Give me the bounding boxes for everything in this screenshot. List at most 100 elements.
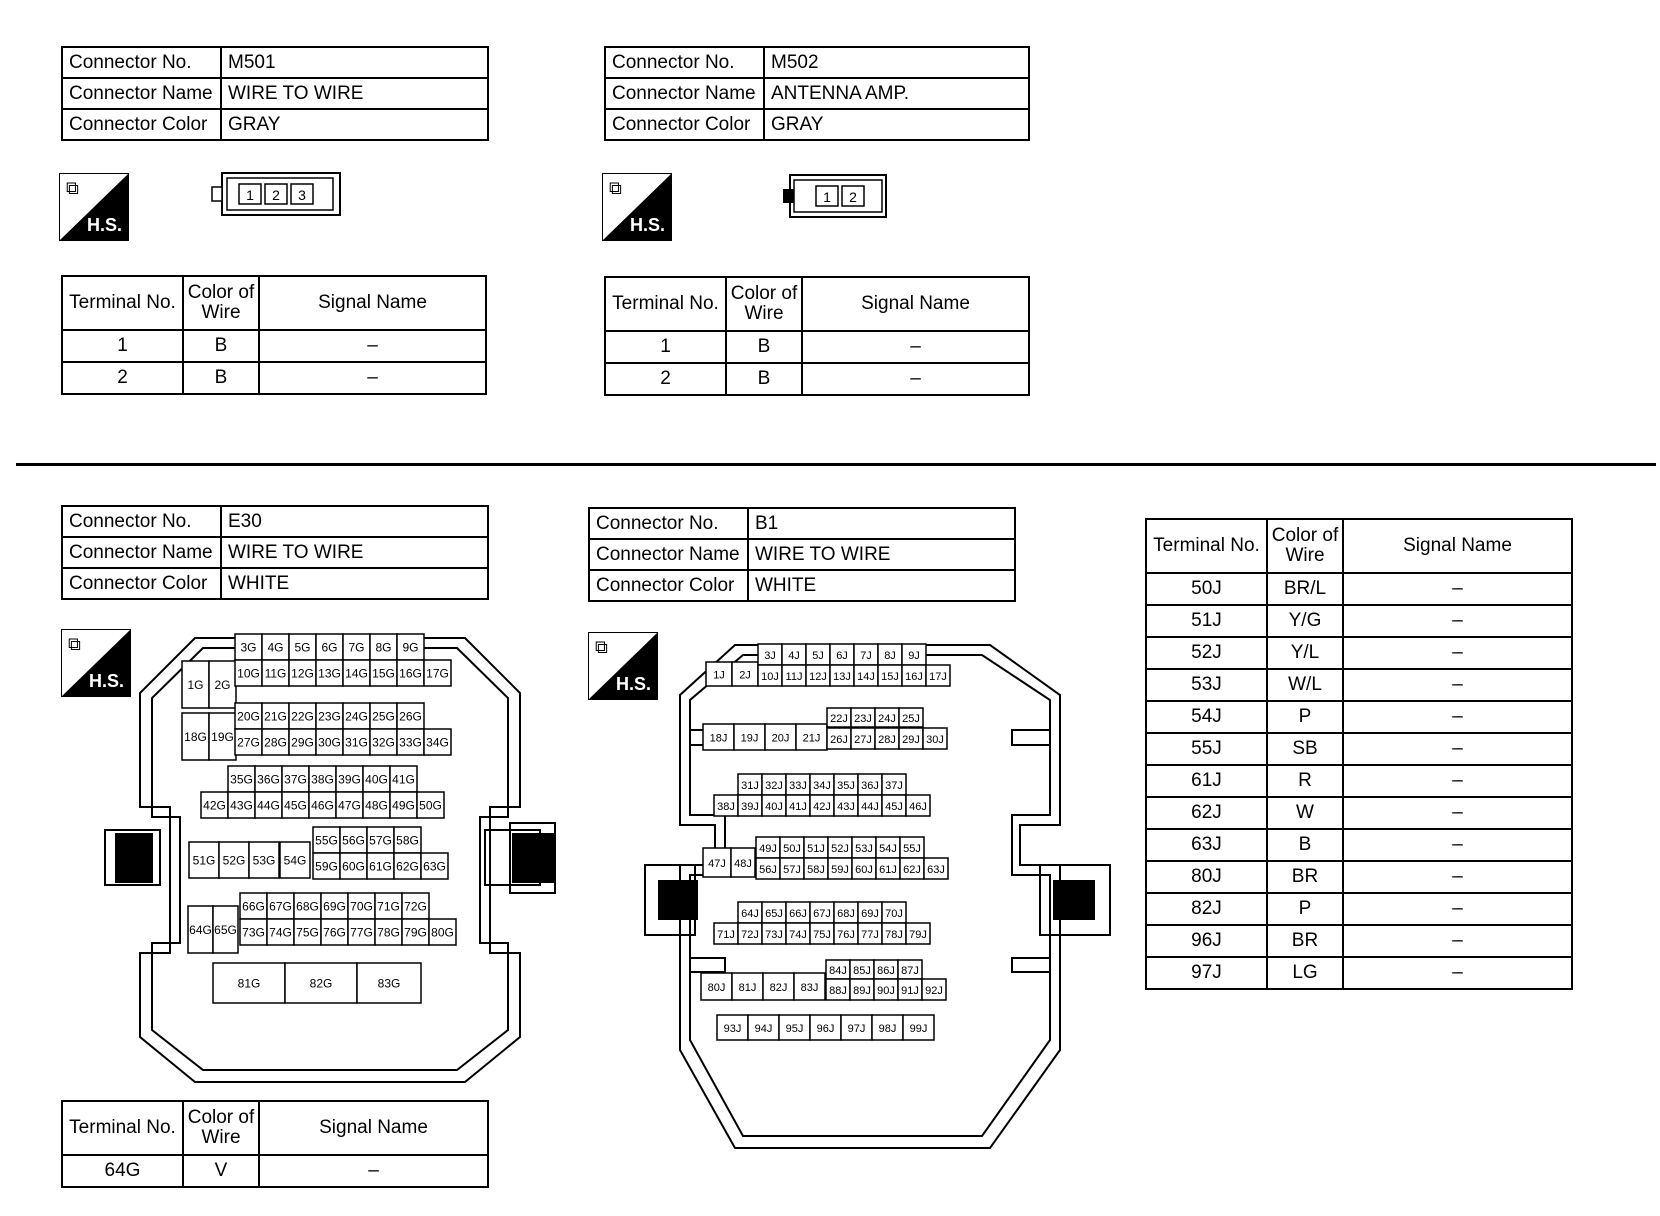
- pin-label: 55J: [903, 843, 921, 855]
- pin-cell: 19G: [208, 712, 237, 761]
- pin-label: 34J: [813, 780, 831, 792]
- pin-label: 37J: [885, 780, 903, 792]
- pin-label: 24G: [345, 710, 368, 724]
- pin-cell: 65J: [761, 901, 787, 924]
- pin-label: 98J: [879, 1023, 897, 1035]
- wire-color: W/L: [1266, 668, 1344, 702]
- pin-cell: 3J: [757, 643, 783, 666]
- pin-cell: 94J: [747, 1014, 780, 1041]
- signal-name: –: [1342, 860, 1573, 894]
- pin-label: 74G: [269, 926, 292, 940]
- pin-label: 1G: [187, 678, 203, 692]
- pin-cell: 37G: [281, 765, 310, 793]
- pin-label: 90J: [877, 985, 895, 997]
- connector-no-label: Connector No.: [604, 46, 765, 79]
- pin-label: 72G: [404, 900, 427, 914]
- pin-cell: 90J: [873, 978, 899, 1001]
- pin-cell: 63G: [420, 852, 449, 880]
- m501-pin-3: 3: [290, 183, 314, 205]
- pin-label: 23G: [318, 710, 341, 724]
- pin-label: 43J: [837, 801, 855, 813]
- pin-cell: 77J: [857, 922, 883, 945]
- pin-label: 57G: [369, 834, 392, 848]
- pin-cell: 56G: [339, 826, 368, 854]
- connector-name-label: Connector Name: [588, 538, 749, 571]
- signal-name-header: Signal Name: [258, 1100, 489, 1156]
- pin-label: 21J: [803, 733, 821, 745]
- pin-cell: 64J: [737, 901, 763, 924]
- pin-cell: 34J: [809, 773, 835, 796]
- terminal-no: 2: [61, 361, 184, 395]
- pin-label: 39G: [338, 773, 361, 787]
- pin-cell: 24J: [874, 707, 900, 728]
- pin-cell: 72G: [401, 892, 430, 920]
- pin-label: 96J: [817, 1023, 835, 1035]
- pin-label: 8J: [884, 650, 896, 662]
- pin-label: 41G: [392, 773, 415, 787]
- terminal-no: 63J: [1145, 828, 1268, 862]
- pin-label: 44G: [257, 799, 280, 813]
- connector-name-label: Connector Name: [604, 77, 765, 110]
- pin-label: 82G: [310, 977, 333, 991]
- pin-cell: 53J: [851, 836, 877, 859]
- pin-cell: 30J: [922, 727, 948, 750]
- wire-color: SB: [1266, 732, 1344, 766]
- pin-label: 27G: [237, 736, 260, 750]
- signal-name-header: Signal Name: [801, 276, 1030, 332]
- pin-cell: 41G: [389, 765, 418, 793]
- pin-cell: 9J: [901, 643, 927, 666]
- signal-name: –: [258, 1154, 489, 1188]
- pin-label: 36G: [257, 773, 280, 787]
- pin-cell: 84J: [825, 959, 851, 980]
- pin-label: 66G: [242, 900, 265, 914]
- connector-color-value: GRAY: [763, 108, 1030, 141]
- connector-no-label: Connector No.: [588, 507, 749, 540]
- pin-label: 72J: [741, 929, 759, 941]
- pin-label: 63J: [927, 864, 945, 876]
- pin-label: 5J: [812, 650, 824, 662]
- pin-cell: 92J: [921, 978, 947, 1001]
- pin-label: 79G: [404, 926, 427, 940]
- svg-text:3: 3: [298, 187, 306, 203]
- pin-cell: 88J: [825, 978, 851, 1001]
- pin-cell: 39J: [737, 794, 763, 817]
- pin-cell: 33G: [396, 728, 425, 756]
- pin-cell: 17G: [423, 659, 452, 687]
- pin-label: 16J: [905, 671, 923, 683]
- pin-label: 16G: [399, 667, 422, 681]
- connector-name-value: WIRE TO WIRE: [747, 538, 1016, 571]
- pin-label: 62G: [396, 860, 419, 874]
- pin-cell: 27G: [234, 728, 263, 756]
- pin-cell: 55J: [899, 836, 925, 859]
- pin-label: 19G: [211, 730, 234, 744]
- pin-label: 32G: [372, 736, 395, 750]
- pin-cell: 10G: [234, 659, 263, 687]
- pin-cell: 24G: [342, 702, 371, 730]
- terminal-no: 1: [604, 330, 727, 364]
- pin-cell: 83G: [356, 962, 422, 1004]
- pin-label: 49G: [392, 799, 415, 813]
- pin-label: 65J: [765, 908, 783, 920]
- pin-label: 70J: [885, 908, 903, 920]
- pin-label: 61J: [879, 864, 897, 876]
- pin-cell: 57G: [366, 826, 395, 854]
- pin-label: 47G: [338, 799, 361, 813]
- pin-cell: 83J: [793, 972, 826, 1001]
- terminal-no: 53J: [1145, 668, 1268, 702]
- pin-label: 43G: [230, 799, 253, 813]
- pin-label: 78G: [377, 926, 400, 940]
- connector-color-value: GRAY: [220, 108, 489, 141]
- pin-label: 51G: [193, 854, 216, 868]
- pin-label: 17J: [929, 671, 947, 683]
- terminal-no-header: Terminal No.: [61, 1100, 184, 1156]
- wire-color: LG: [1266, 956, 1344, 990]
- pin-cell: 98J: [871, 1014, 904, 1041]
- pin-cell: 97J: [840, 1014, 873, 1041]
